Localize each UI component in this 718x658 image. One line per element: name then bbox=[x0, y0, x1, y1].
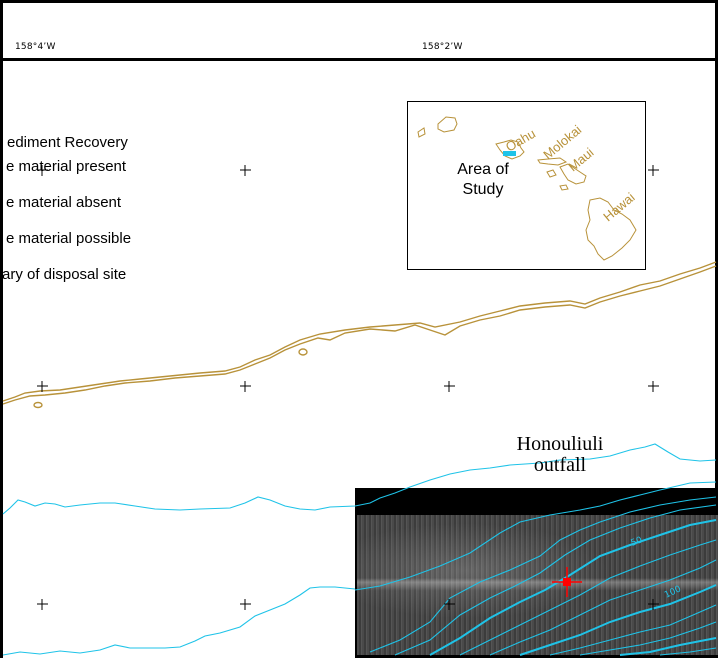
area-of-study-label: Area of Study bbox=[444, 160, 522, 200]
grid-ticks bbox=[37, 165, 659, 610]
outfall-label-line1: Honouliuli bbox=[516, 433, 604, 455]
sonar-grid-ticks bbox=[444, 599, 659, 610]
sidescan-sonar-image: 50 100 bbox=[355, 488, 718, 658]
legend-item-possible: e material possible bbox=[6, 230, 132, 247]
legend-title: ediment Recovery bbox=[7, 134, 128, 151]
outfall-marker bbox=[552, 567, 582, 597]
contour-label-100: 100 bbox=[663, 584, 683, 600]
contour-label-50: 50 bbox=[630, 535, 644, 548]
study-area-marker bbox=[503, 151, 516, 156]
coastline bbox=[2, 261, 717, 409]
legend-item-boundary: ary of disposal site bbox=[2, 266, 127, 283]
area-of-study-line1: Area of bbox=[457, 161, 509, 178]
longitude-header: 158°4’W 158°2’W bbox=[0, 0, 718, 61]
hawaii-island bbox=[585, 197, 637, 261]
niihau-island bbox=[417, 127, 426, 138]
maui-island bbox=[559, 163, 587, 185]
legend-item-absent: e material absent bbox=[6, 194, 122, 211]
legend-item-present: e material present bbox=[6, 158, 127, 175]
kauai-island bbox=[437, 116, 458, 133]
kahoolawe-island bbox=[559, 184, 569, 191]
area-of-study-line2: Study bbox=[462, 181, 504, 198]
label-hawai: Hawai bbox=[600, 190, 637, 225]
inset-locator-map: Oahu Molokai Maui Hawai Area of Study bbox=[407, 101, 646, 270]
outfall-label-line2: outfall bbox=[533, 454, 587, 476]
sonar-mosaic bbox=[357, 515, 718, 655]
outfall-label: Honouliuli outfall bbox=[500, 434, 620, 476]
longitude-label-158-2w: 158°2’W bbox=[422, 42, 463, 52]
label-maui: Maui bbox=[565, 145, 596, 175]
lanai-island bbox=[546, 169, 557, 178]
longitude-label-158-4w: 158°4’W bbox=[15, 42, 56, 52]
hawaiian-islands: Oahu Molokai Maui Hawai bbox=[417, 116, 638, 261]
molokai-island bbox=[537, 157, 568, 166]
label-oahu: Oahu bbox=[503, 126, 538, 155]
sonar-overlay: 50 100 bbox=[355, 488, 717, 656]
